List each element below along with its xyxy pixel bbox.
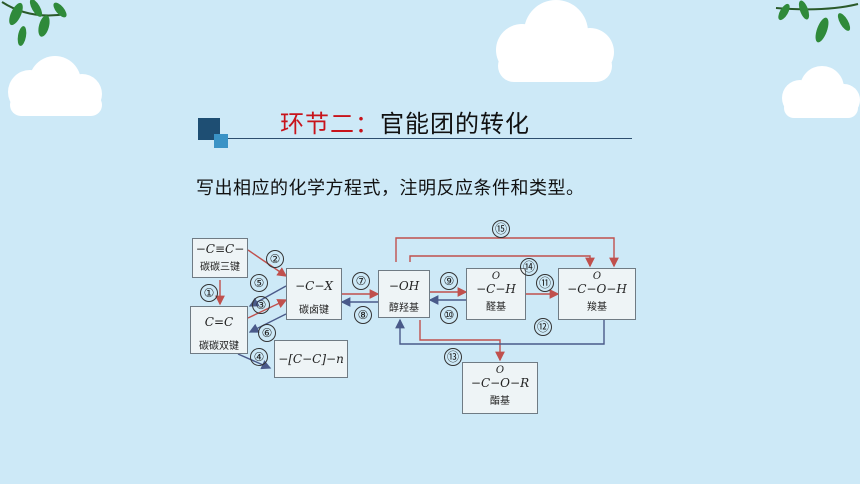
leaf-branch-left: [1, 0, 67, 46]
arrow-13: [419, 320, 505, 362]
step-number-6: ⑥: [258, 324, 276, 342]
step-number-12: ⑫: [534, 318, 552, 336]
instruction-text: 写出相应的化学方程式，注明反应条件和类型。: [196, 178, 585, 199]
step-number-14: ⑭: [520, 258, 538, 276]
alkene-formula: C=C: [204, 315, 234, 329]
step-number-3: ③: [252, 296, 270, 314]
acid-formula: −C−O−H: [567, 282, 627, 296]
cloud-left: [8, 56, 102, 116]
aldehyde-formula: −C−H: [476, 282, 516, 296]
alcohol-box: −OH 醇羟基: [378, 270, 430, 318]
step-number-10: ⑩: [440, 306, 458, 324]
step-number-1: ①: [200, 284, 218, 302]
acid-top: O: [592, 271, 602, 282]
aldehyde-box: O −C−H 醛基: [466, 268, 526, 320]
aldehyde-label: 醛基: [486, 302, 506, 313]
acid-box: O −C−O−H 羧基: [558, 268, 636, 320]
step-number-13: ⑬: [444, 348, 462, 366]
ester-top: O: [495, 365, 505, 376]
polymer-formula: −[C−C]−n: [278, 352, 344, 366]
ester-box: O −C−O−R 酯基: [462, 362, 538, 414]
title-text: 环节二：官能团的转化: [280, 104, 530, 139]
leaf-branch-right: [775, 0, 859, 43]
step-number-2: ②: [266, 250, 284, 268]
step-number-8: ⑧: [354, 306, 372, 324]
step-number-11: ⑪: [536, 274, 554, 292]
ester-label: 酯基: [490, 396, 510, 407]
ester-formula: −C−O−R: [470, 376, 530, 390]
alkyne-box: −C≡C− 碳碳三键: [192, 238, 248, 278]
halide-formula: −C−X: [295, 279, 333, 293]
alkyne-label: 碳碳三键: [200, 262, 240, 273]
title-underline: [228, 138, 632, 139]
step-number-4: ④: [250, 348, 268, 366]
title-square-light: [214, 134, 228, 148]
title-main: 官能团的转化: [380, 110, 530, 138]
alcohol-label: 醇羟基: [389, 303, 419, 314]
alkyne-formula: −C≡C−: [195, 242, 245, 256]
polymer-box: −[C−C]−n: [274, 340, 348, 378]
alkene-box: C=C 碳碳双键: [190, 306, 248, 354]
arrow-15: [395, 237, 619, 268]
arrow-6: [248, 313, 287, 333]
alcohol-formula: −OH: [388, 279, 420, 293]
step-number-15: ⑮: [492, 220, 510, 238]
arrow-14: [409, 255, 595, 268]
cloud-right: [782, 66, 860, 118]
step-number-9: ⑨: [440, 272, 458, 290]
step-number-5: ⑤: [250, 274, 268, 292]
acid-label: 羧基: [587, 302, 607, 313]
cloud-top-right: [496, 0, 614, 82]
halide-label: 碳卤键: [299, 305, 329, 316]
section-title: 环节二：官能团的转化: [198, 98, 632, 148]
title-prefix: 环节二：: [280, 110, 380, 138]
step-number-7: ⑦: [352, 272, 370, 290]
arrow-12: [395, 318, 605, 345]
alkene-label: 碳碳双键: [199, 341, 239, 352]
halide-box: −C−X 碳卤键: [286, 268, 342, 320]
aldehyde-top: O: [491, 271, 501, 282]
